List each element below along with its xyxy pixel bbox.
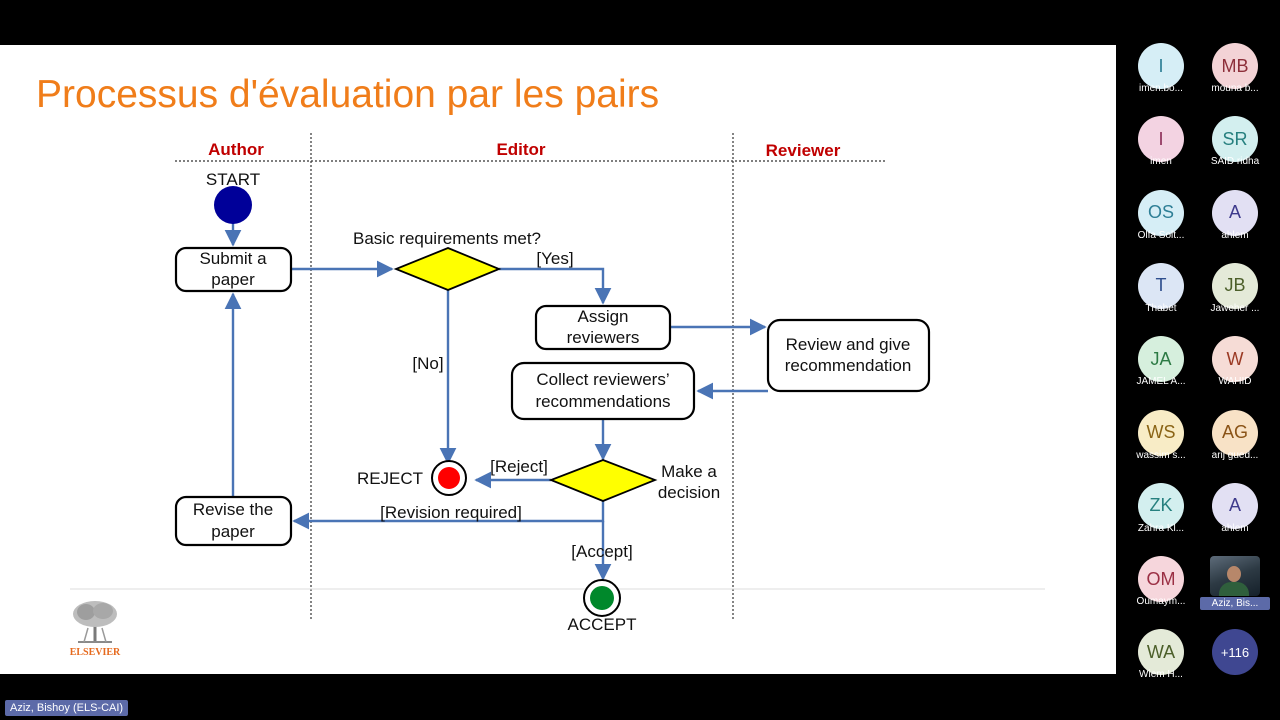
participant-name: ahlem: [1221, 229, 1249, 241]
svg-text:recommendation: recommendation: [785, 356, 912, 375]
reject-label: REJECT: [357, 469, 423, 488]
participant-avatar: MB: [1212, 43, 1258, 89]
lane-headers: Author Editor Reviewer: [70, 133, 1045, 620]
active-speaker-label: Aziz, Bishoy (ELS-CAI): [5, 700, 129, 716]
participant-avatar: WS: [1138, 409, 1184, 456]
shared-slide: Processus d'évaluation par les pairs Aut…: [0, 45, 1116, 674]
participant-avatar: SR: [1212, 116, 1258, 163]
participant-name: imen.bo...: [1139, 83, 1183, 94]
edge-label-revision: [Revision required]: [380, 503, 522, 522]
participant-name: JAMEL A...: [1136, 376, 1186, 388]
participant-avatar: T: [1138, 262, 1184, 309]
svg-text:recommendations: recommendations: [535, 392, 670, 411]
participant-name: SAID ridha: [1210, 156, 1260, 168]
participant-name: ahlem: [1221, 522, 1249, 534]
participant-avatar: I: [1138, 116, 1184, 163]
assign-reviewers-node: Assign reviewers: [534, 304, 672, 351]
start-node: [214, 186, 252, 224]
svg-text:Assign: Assign: [577, 307, 628, 326]
tree-icon: [68, 598, 122, 644]
decision-basic-requirements: [393, 247, 502, 291]
participant-name: WAHID: [1218, 376, 1252, 388]
participant-avatar: ZK: [1138, 482, 1184, 529]
participant-video: [1210, 556, 1260, 597]
participant-avatar: A: [1212, 189, 1258, 236]
participant-avatar: OS: [1138, 189, 1184, 236]
participant-name: Jaweher ...: [1210, 302, 1260, 314]
decision1-label: Basic requirements met?: [353, 229, 541, 248]
participant-avatar: A: [1212, 482, 1258, 529]
svg-text:Review and give: Review and give: [786, 335, 911, 354]
participant-name: Thabet: [1145, 302, 1177, 314]
flow-edges: [224, 216, 768, 581]
participant-name: mouna b...: [1211, 83, 1259, 94]
participant-name: Zahra Kl...: [1137, 522, 1185, 534]
review-recommend-node: Review and give recommendation: [766, 318, 931, 393]
lane-reviewer: Reviewer: [766, 141, 841, 160]
participant-name: wassim s...: [1136, 449, 1186, 461]
participant-name: imen: [1150, 156, 1172, 168]
elsevier-logo: ELSEVIER: [68, 598, 122, 658]
decision2-label-line2: decision: [658, 483, 720, 502]
svg-text:paper: paper: [211, 522, 255, 541]
edge-yes: [499, 267, 612, 305]
participant-name: Aziz, Bis...: [1200, 597, 1270, 611]
participant-avatar: I: [1138, 43, 1184, 89]
participant-tile[interactable]: Aziz, Bis...: [1200, 556, 1270, 626]
participant-name: Olfa Solt...: [1137, 229, 1185, 241]
edge-label-no: [No]: [412, 354, 443, 373]
accept-label: ACCEPT: [568, 615, 637, 634]
svg-text:Submit a: Submit a: [199, 249, 267, 268]
decision-make-decision: [548, 459, 658, 502]
lane-editor: Editor: [496, 140, 545, 159]
peer-review-flowchart: Author Editor Reviewer START: [70, 133, 1045, 634]
participant-name: Oumaym...: [1136, 596, 1186, 608]
start-label: START: [206, 170, 260, 189]
svg-text:Revise the: Revise the: [193, 500, 273, 519]
participant-name: arij gued...: [1211, 449, 1259, 461]
edge-label-reject: [Reject]: [490, 457, 548, 476]
participant-avatar: JB: [1212, 262, 1258, 309]
revise-paper-node: Revise the paper: [174, 495, 293, 547]
collect-recommendations-node: Collect reviewers’ recommendations: [510, 361, 696, 421]
participant-avatar: JA: [1138, 336, 1184, 383]
participant-avatar: W: [1212, 336, 1258, 383]
participant-avatar: WA: [1138, 629, 1184, 676]
edge-label-accept: [Accept]: [571, 542, 632, 561]
submit-paper-node: Submit a paper: [174, 246, 293, 293]
svg-text:Collect reviewers’: Collect reviewers’: [536, 370, 669, 389]
decision2-label-line1: Make a: [661, 462, 717, 481]
svg-text:reviewers: reviewers: [567, 328, 640, 347]
lane-author: Author: [208, 140, 264, 159]
logo-text: ELSEVIER: [69, 647, 121, 658]
edge-label-yes: [Yes]: [536, 249, 573, 268]
participant-avatar: AG: [1212, 409, 1258, 456]
participant-avatar: OM: [1138, 556, 1184, 603]
participant-tile[interactable]: +116: [1200, 629, 1270, 699]
svg-text:paper: paper: [211, 270, 255, 289]
participant-name: Wiem H...: [1139, 669, 1183, 681]
slide-title: Processus d'évaluation par les pairs: [36, 73, 660, 116]
more-participants-button[interactable]: +116: [1212, 629, 1258, 676]
